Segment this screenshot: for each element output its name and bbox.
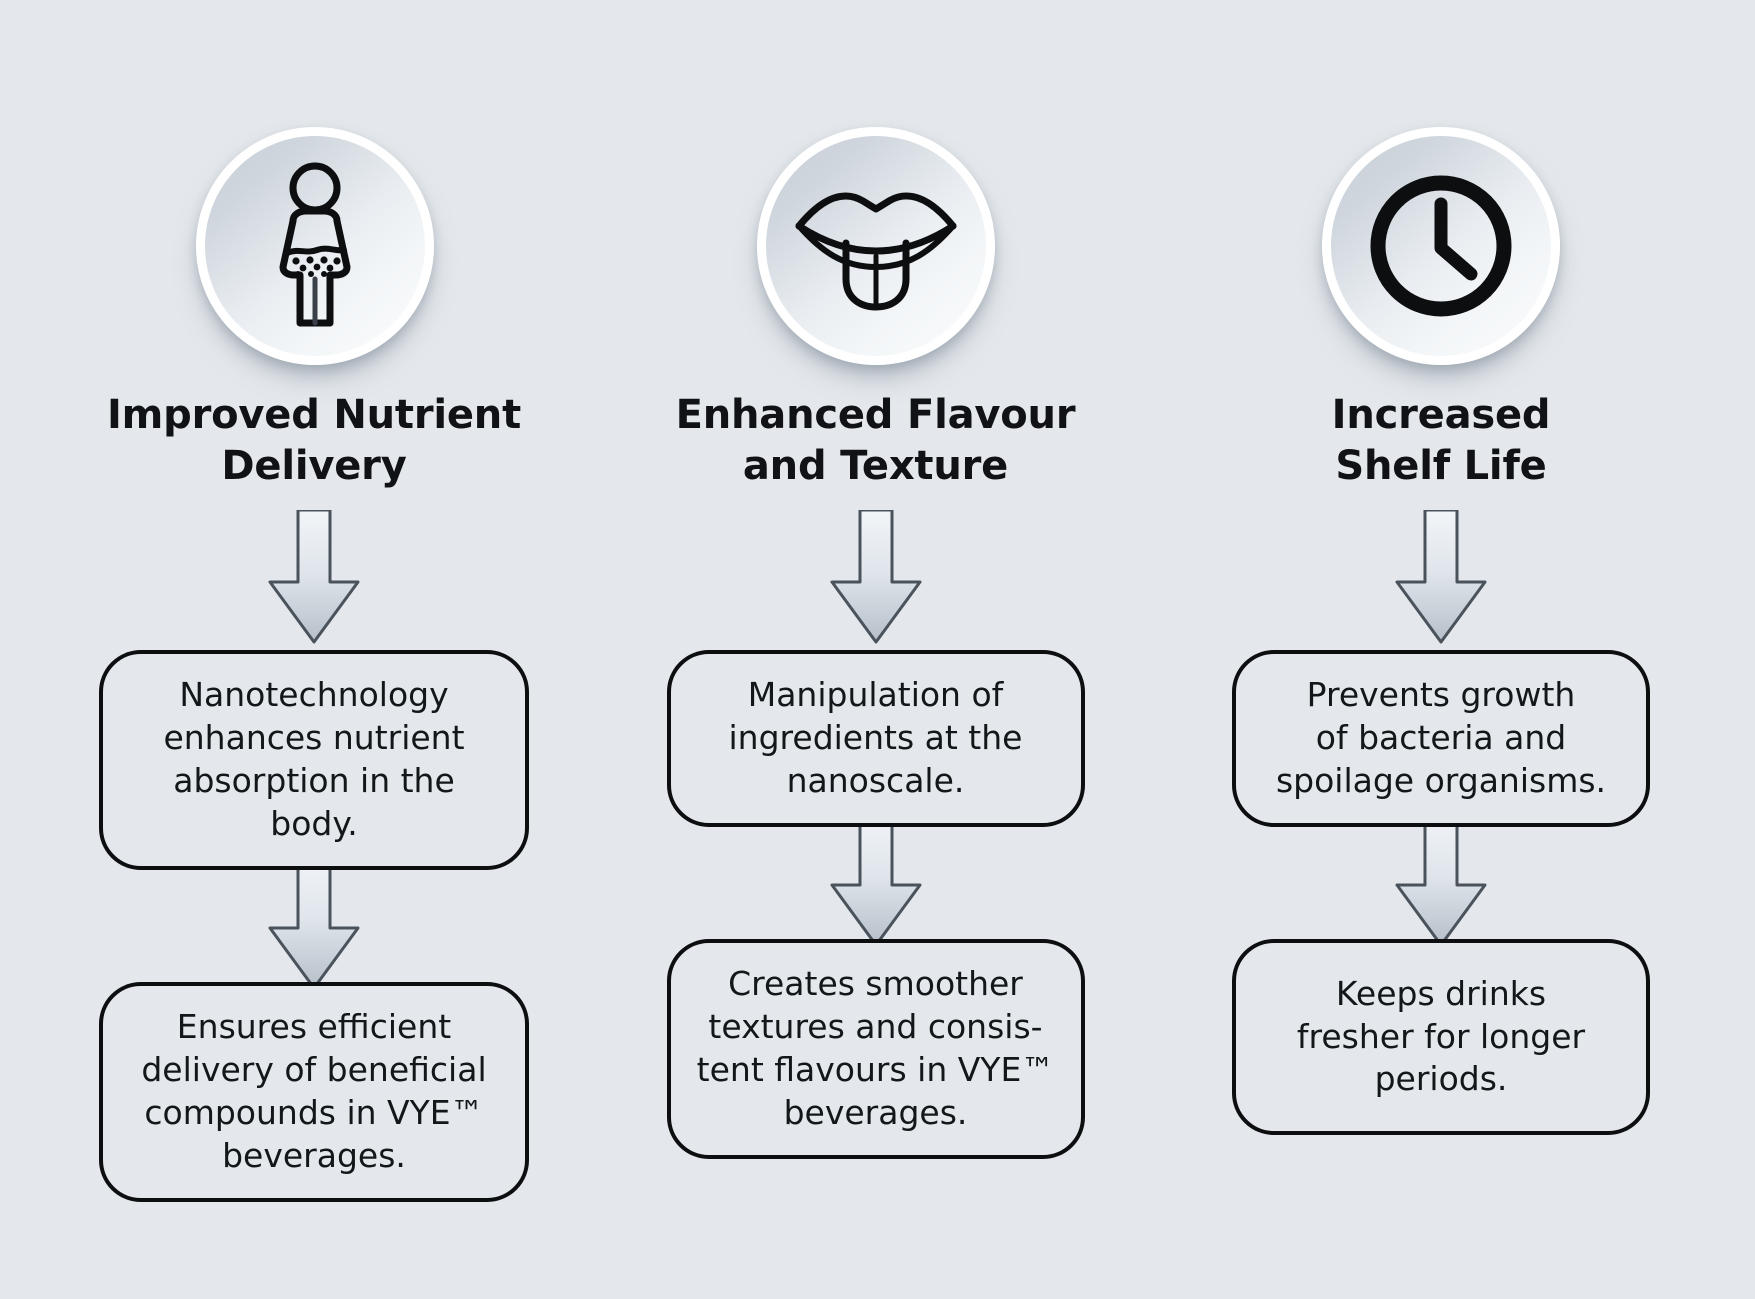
person-nutrient-absorption-icon (240, 161, 390, 331)
icon-badge-wrapper-1 (191, 122, 439, 370)
flow-node-1-step-1: Nanotechnology enhances nutrient absorpt… (99, 650, 529, 870)
flow-arrow-3a (1385, 508, 1497, 650)
flow-arrow-3b (1385, 811, 1497, 953)
flow-node-2-step-1: Manipulation of ingredients at the nanos… (666, 650, 1085, 828)
flow-arrow-1b (258, 854, 370, 996)
clock-icon (1361, 166, 1521, 326)
column-heading-3: Increased Shelf Life (1331, 392, 1551, 490)
icon-badge-wrapper-3 (1317, 122, 1565, 370)
column-heading-1: Improved Nutrient Delivery (106, 392, 521, 490)
column-enhanced-flavour-and-texture: Enhanced Flavour and Texture Manipulatio… (596, 0, 1156, 1299)
column-increased-shelf-life: Increased Shelf Life Prevents growth of … (1161, 0, 1721, 1299)
icon-badge-2 (756, 127, 995, 365)
flow-node-2-step-2: Creates smoother textures and consis- te… (666, 939, 1085, 1159)
column-improved-nutrient-delivery: Improved Nutrient Delivery Nanotechnolog… (34, 0, 594, 1299)
flow-arrow-2b (820, 811, 932, 953)
column-heading-2: Enhanced Flavour and Texture (675, 392, 1076, 490)
flow-arrow-1a (258, 508, 370, 650)
icon-badge-wrapper-2 (752, 122, 1000, 370)
icon-badge-3 (1322, 127, 1560, 365)
flow-arrow-2a (820, 508, 932, 650)
mouth-tongue-icon (791, 181, 961, 311)
icon-badge-1 (196, 127, 434, 365)
flow-node-3-step-1: Prevents growth of bacteria and spoilage… (1232, 650, 1650, 828)
flow-node-1-step-2: Ensures efficient delivery of beneficial… (99, 981, 529, 1202)
flow-node-3-step-2: Keeps drinks fresher for longer periods. (1232, 939, 1650, 1136)
